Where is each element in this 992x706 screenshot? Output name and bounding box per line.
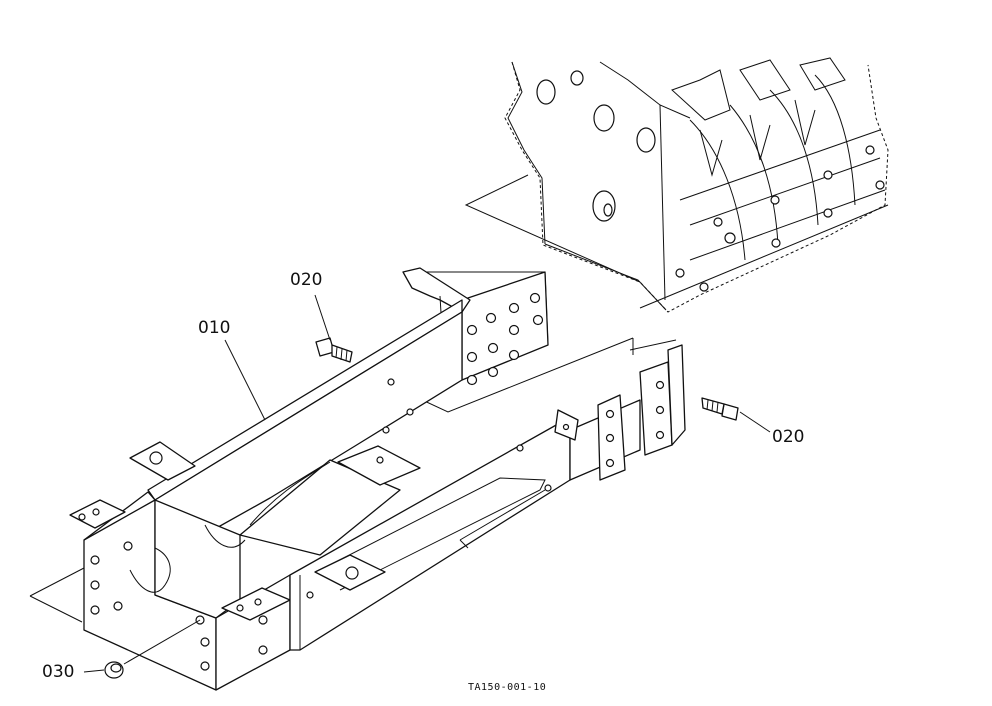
- frame-assembly: [69, 267, 686, 691]
- plug: [104, 661, 124, 679]
- callout-bolt-left: 020: [290, 270, 322, 290]
- engine-block: [464, 57, 889, 351]
- callout-plug: 030: [42, 662, 74, 682]
- figure-code: TA150-001-10: [468, 682, 546, 693]
- callout-bolt-right: 020: [772, 427, 804, 447]
- bolt-left: [315, 337, 353, 363]
- callout-frame: 010: [198, 318, 230, 338]
- leader-lines: [83, 294, 771, 673]
- bolt-right: [701, 397, 739, 421]
